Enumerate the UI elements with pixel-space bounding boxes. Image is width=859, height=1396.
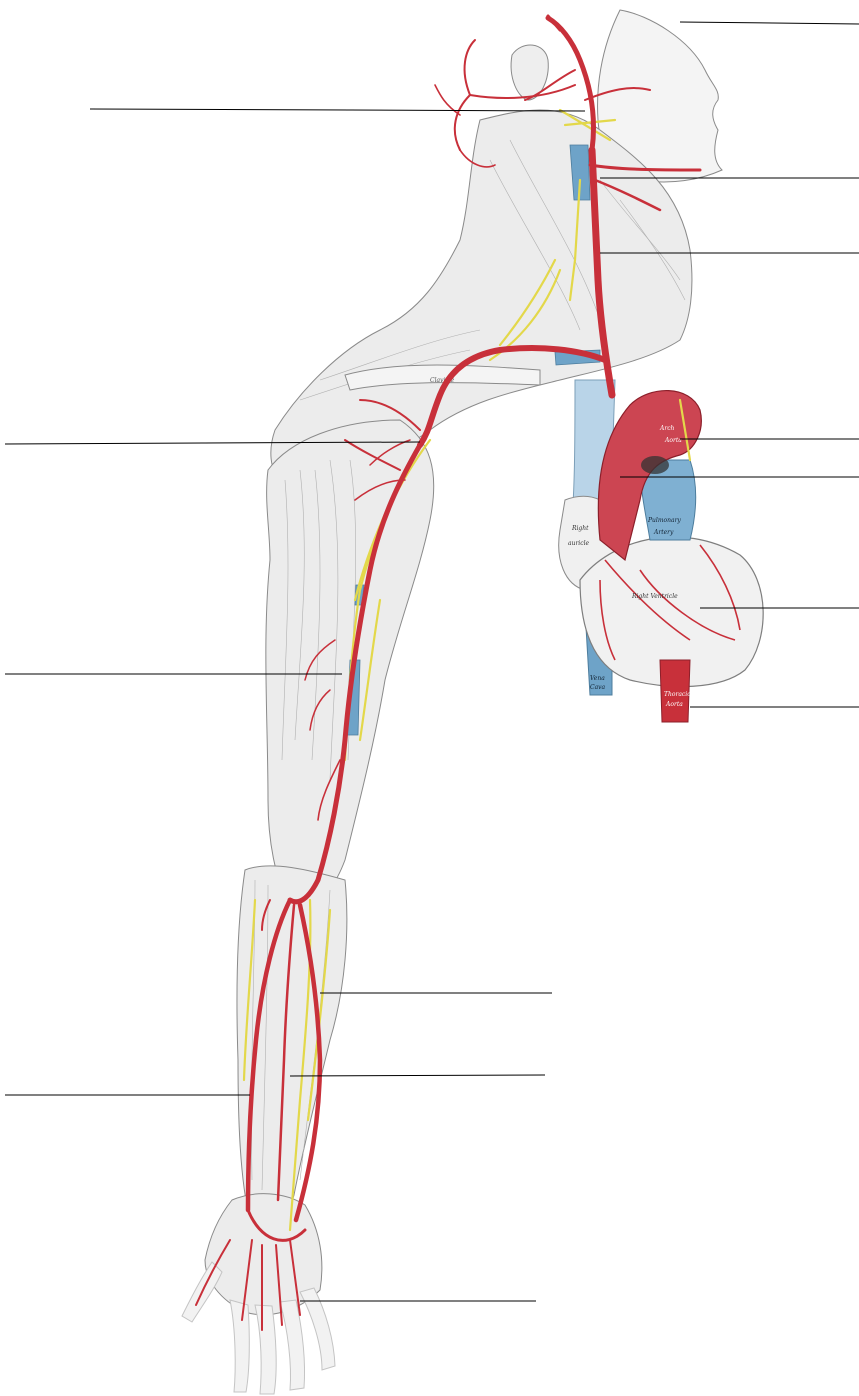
svg-text:Aorta: Aorta: [665, 701, 683, 708]
svg-text:auricle: auricle: [568, 540, 590, 547]
svg-text:Right: Right: [571, 525, 589, 532]
heart: Arch Aorta Right auricle Right Ventricle…: [559, 380, 763, 722]
label-line-1: [680, 22, 859, 24]
svg-text:Vena: Vena: [590, 675, 605, 682]
svg-text:Cava: Cava: [590, 684, 606, 691]
label-line-2: [90, 109, 585, 111]
svg-text:Arch: Arch: [659, 425, 675, 432]
ear: [511, 45, 548, 100]
svg-text:Thoracic: Thoracic: [664, 691, 691, 698]
svg-text:Right Ventricle: Right Ventricle: [631, 593, 678, 600]
label-line-12: [290, 1075, 545, 1076]
svg-text:Aorta: Aorta: [664, 437, 682, 444]
svg-text:Pulmonary: Pulmonary: [647, 517, 681, 524]
svg-text:Artery: Artery: [653, 529, 674, 536]
